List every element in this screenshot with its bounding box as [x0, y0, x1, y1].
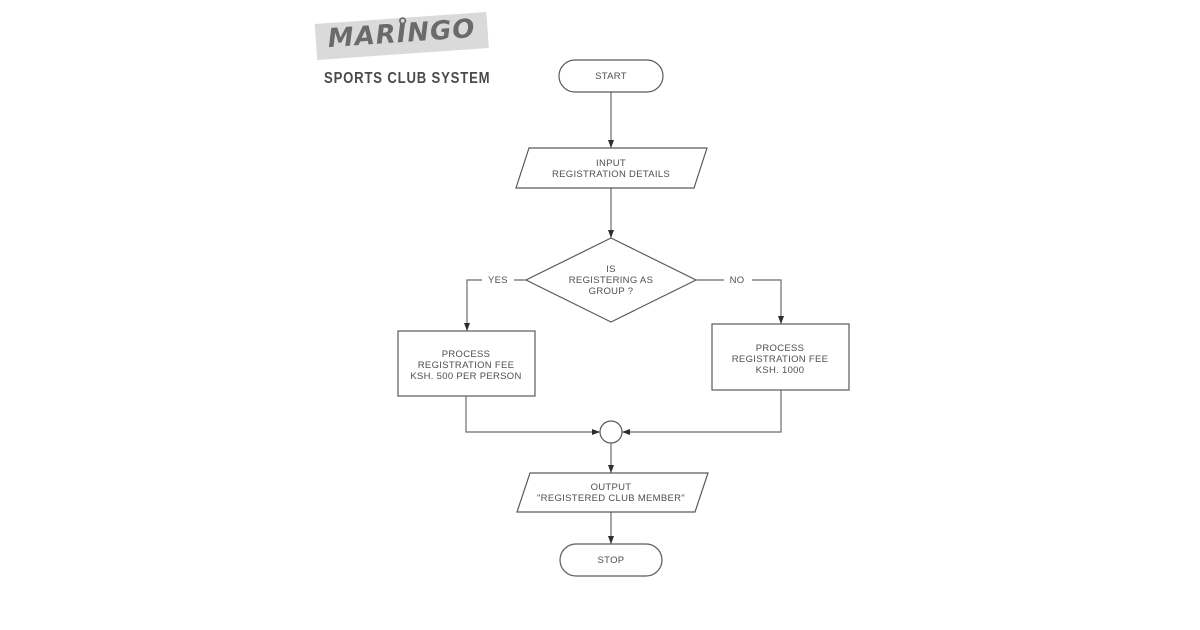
- node-merge-connector: [599, 420, 623, 444]
- node-output: [516, 472, 709, 513]
- no-label-background: [724, 272, 752, 287]
- node-input: [515, 147, 708, 189]
- node-start: [558, 59, 664, 93]
- input-label-line-2: REGISTRATION DETAILS: [552, 169, 670, 180]
- edge-decision-yes: [464, 279, 526, 331]
- yes-label-background: [482, 272, 514, 287]
- no-label: NO: [730, 275, 745, 286]
- node-decision: [524, 237, 698, 323]
- edge-feeindividual-to-merge: [622, 390, 782, 435]
- decision-label-line-3: GROUP ?: [589, 286, 634, 297]
- start-label: START: [595, 71, 627, 82]
- fee-group-label-line-2: REGISTRATION FEE: [418, 360, 514, 371]
- stop-label: STOP: [598, 555, 625, 566]
- output-label-line-1: OUTPUT: [591, 482, 632, 493]
- brand-logo: MARI̊NGO SPORTS CLUB SYSTEM: [314, 12, 494, 94]
- fee-individual-label-line-3: KSH. 1000: [756, 365, 805, 376]
- fee-group-label-line-1: PROCESS: [442, 349, 491, 360]
- output-label-line-2: "REGISTERED CLUB MEMBER": [537, 493, 685, 504]
- node-stop: [559, 543, 663, 577]
- decision-label-line-1: IS: [606, 264, 616, 275]
- edge-feegroup-to-merge: [465, 396, 600, 435]
- decision-label-line-2: REGISTERING AS: [569, 275, 653, 286]
- node-fee-individual: [711, 323, 850, 391]
- brand-tagline: SPORTS CLUB SYSTEM: [324, 70, 491, 87]
- fee-individual-label-line-2: REGISTRATION FEE: [732, 354, 828, 365]
- yes-label: YES: [488, 275, 508, 286]
- node-fee-group: [397, 330, 536, 397]
- input-label-line-1: INPUT: [596, 158, 626, 169]
- fee-individual-label-line-1: PROCESS: [756, 343, 805, 354]
- fee-group-label-line-3: KSH. 500 PER PERSON: [410, 371, 521, 382]
